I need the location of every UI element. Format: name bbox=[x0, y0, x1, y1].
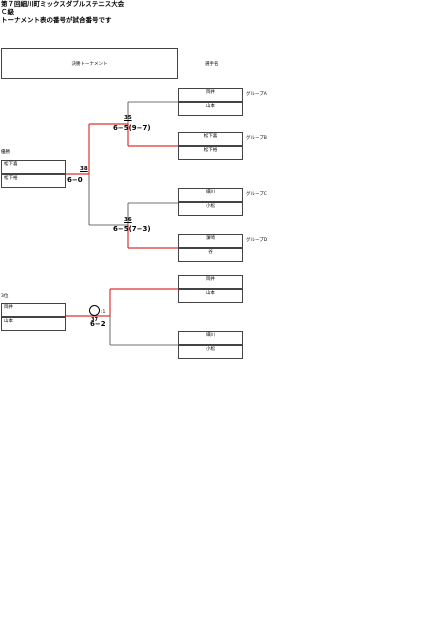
slot-7: 濵崎 bbox=[178, 234, 243, 248]
group-label-d: グループD bbox=[246, 238, 268, 243]
match-number-37-circle: 37 bbox=[89, 305, 100, 323]
match-number-37-suffix: :1 bbox=[101, 310, 106, 315]
third-slot-3: 細川 bbox=[178, 331, 243, 345]
group-label-b: グループB bbox=[246, 136, 267, 141]
slot-3: 松下喜 bbox=[178, 132, 243, 146]
match-score-38: 6−0 bbox=[67, 176, 83, 184]
match-number-37: 37 bbox=[91, 317, 98, 323]
slot-8: 谷 bbox=[178, 248, 243, 262]
match-number-38: 38 bbox=[80, 166, 88, 172]
match-score-37: 6−2 bbox=[90, 320, 106, 328]
group-label-c: グループC bbox=[246, 192, 267, 197]
match-score-35: 6−5(9−7) bbox=[113, 124, 151, 132]
champion-label: 優勝 bbox=[1, 150, 10, 155]
third-place-player-1: 岡井 bbox=[1, 303, 66, 317]
match-score-36: 6−5(7−3) bbox=[113, 225, 151, 233]
slot-5: 細川 bbox=[178, 188, 243, 202]
page-title: 第７回細川町ミックスダブルステニス大会 bbox=[1, 0, 125, 8]
match-number-36: 36 bbox=[124, 217, 132, 223]
third-slot-1: 岡井 bbox=[178, 275, 243, 289]
third-slot-4: 小松 bbox=[178, 345, 243, 359]
third-slot-2: 山本 bbox=[178, 289, 243, 303]
third-place-label: 3位 bbox=[1, 294, 9, 299]
champion-player-2: 松下裕 bbox=[1, 174, 66, 188]
tournament-label: 決勝トーナメント bbox=[71, 62, 108, 67]
champion-player-1: 松下喜 bbox=[1, 160, 66, 174]
group-label-a: グループA bbox=[246, 92, 267, 97]
class-label: Ｃ級 bbox=[1, 8, 14, 16]
page-note: トーナメント表の番号が試合番号です bbox=[1, 16, 112, 24]
match-number-35: 35 bbox=[124, 115, 132, 121]
slot-4: 松下裕 bbox=[178, 146, 243, 160]
third-place-player-2: 山本 bbox=[1, 317, 66, 331]
tournament-label-box: 決勝トーナメント bbox=[1, 48, 178, 79]
slot-1: 岡井 bbox=[178, 88, 243, 102]
slot-6: 小松 bbox=[178, 202, 243, 216]
slot-2: 山本 bbox=[178, 102, 243, 116]
player-name-header: 選手名 bbox=[205, 62, 219, 67]
